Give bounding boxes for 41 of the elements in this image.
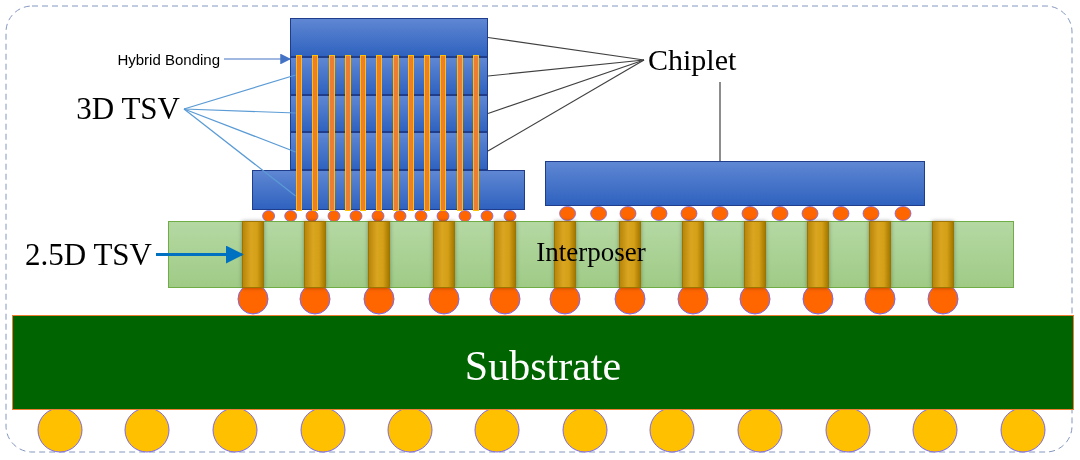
callout-label: 3D TSV — [40, 90, 180, 128]
tsv-via — [312, 55, 318, 211]
leader-line — [487, 59, 645, 152]
tsv-pillar — [433, 221, 455, 288]
substrate-board — [12, 315, 1074, 410]
leader-line — [183, 108, 297, 197]
tsv-pillar — [368, 221, 390, 288]
tsv-via — [393, 55, 399, 211]
tsv-pillar — [304, 221, 326, 288]
tsv-via — [295, 55, 302, 211]
tsv-pillar — [744, 221, 766, 288]
tsv-via — [345, 55, 351, 211]
callout-label: 2.5D TSV — [6, 236, 152, 273]
arrow — [156, 245, 244, 264]
tsv-pillar — [682, 221, 704, 288]
layer-label: Substrate — [463, 341, 623, 390]
tsv-via — [329, 55, 335, 211]
callout-label: Hybrid Bonding — [60, 49, 220, 69]
callout-label: Chiplet — [648, 42, 768, 78]
tsv-pillar — [494, 221, 516, 288]
leader-line — [183, 108, 297, 153]
tsv-via — [457, 55, 463, 211]
tsv-pillar — [932, 221, 954, 288]
die-block — [290, 18, 488, 57]
die-block — [545, 161, 925, 206]
tsv-via — [424, 55, 430, 211]
tsv-via — [440, 55, 446, 211]
tsv-pillar — [242, 221, 264, 288]
tsv-pillar — [869, 221, 891, 288]
tsv-via — [473, 55, 479, 211]
arrow — [223, 53, 292, 65]
leader-line — [719, 81, 721, 162]
tsv-via — [408, 55, 414, 211]
leader-line — [487, 59, 645, 115]
leader-line — [183, 108, 297, 114]
tsv-via — [376, 55, 382, 211]
interposer-layer — [168, 221, 1014, 288]
leader-line — [487, 36, 645, 61]
leader-line — [487, 59, 645, 77]
tsv-via — [360, 55, 366, 211]
tsv-pillar — [807, 221, 829, 288]
